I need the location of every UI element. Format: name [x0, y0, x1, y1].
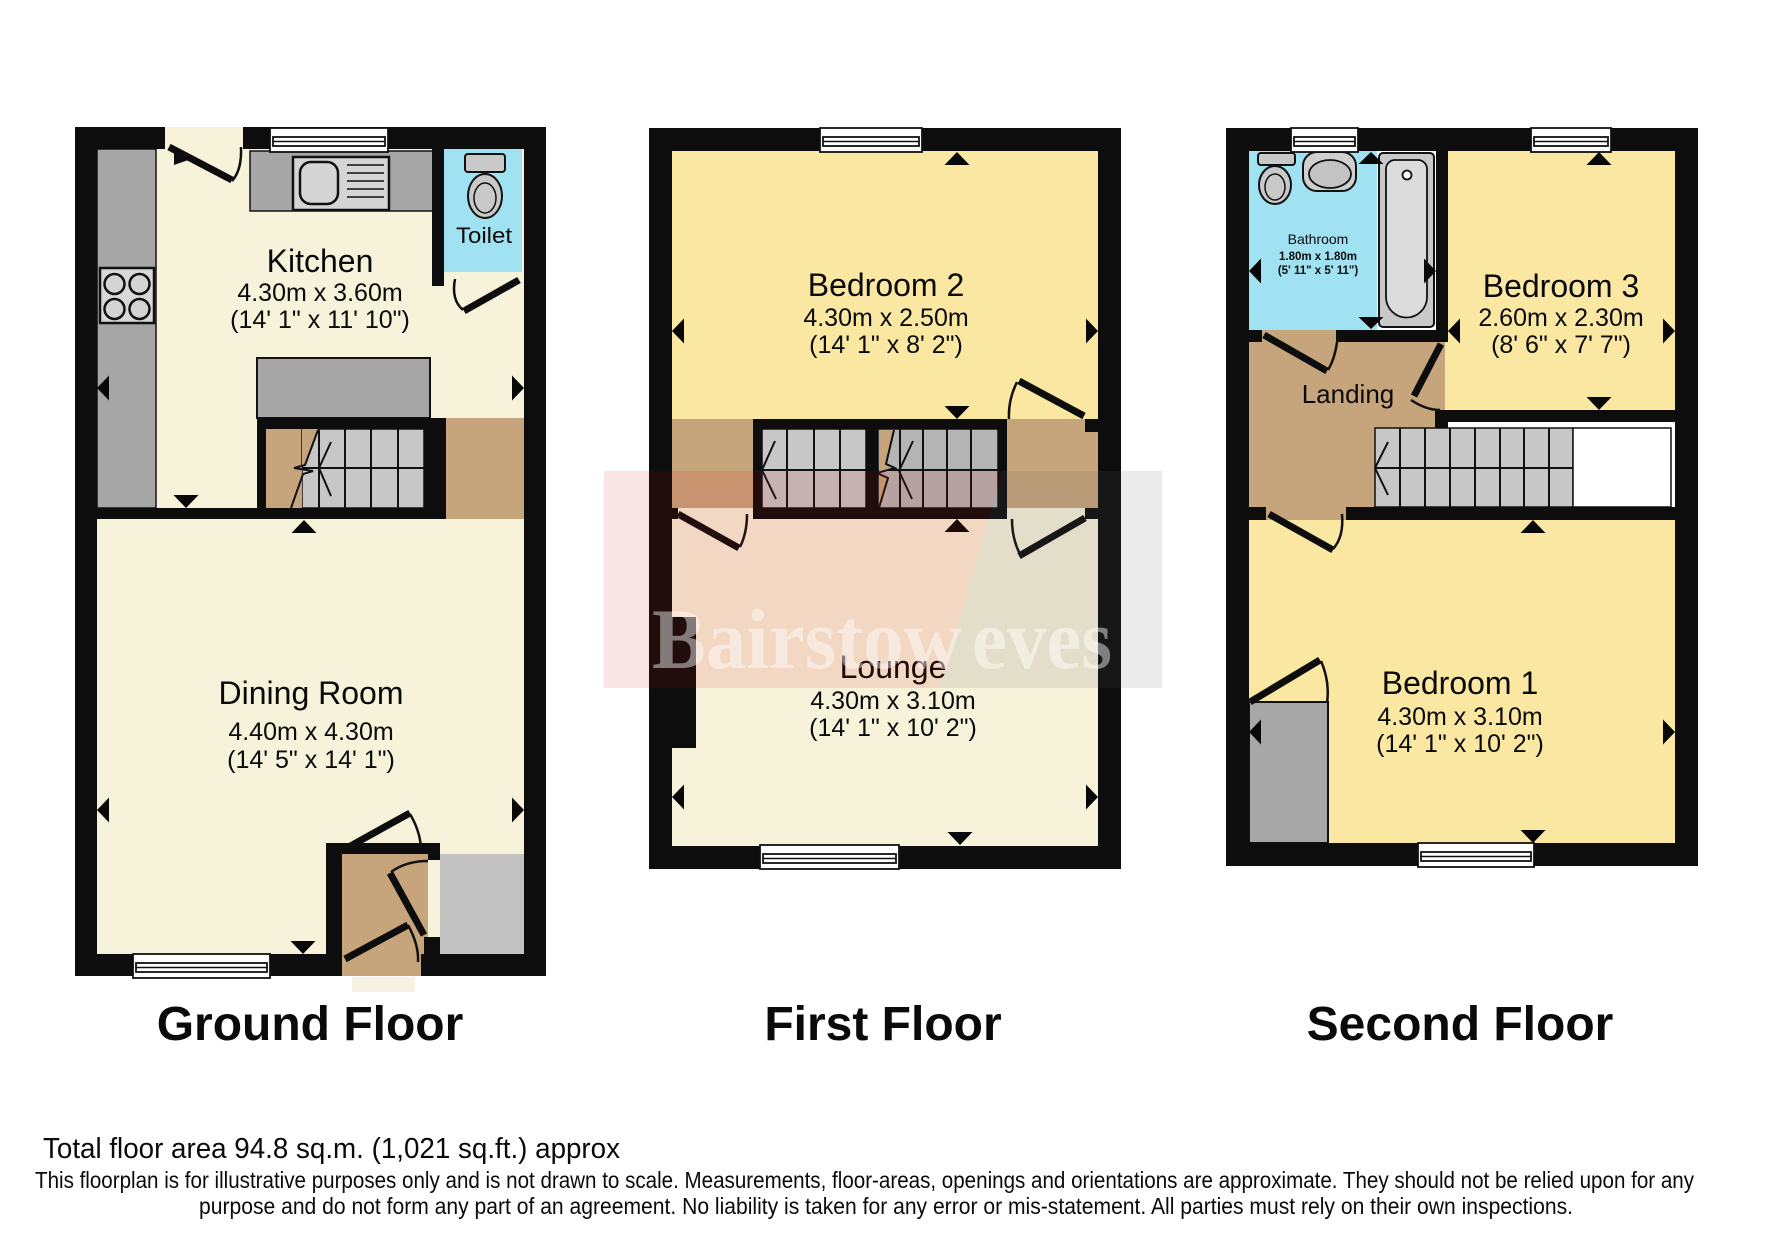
svg-text:Bedroom 2: Bedroom 2	[808, 267, 965, 303]
svg-text:Bedroom 1: Bedroom 1	[1382, 665, 1539, 701]
svg-text:Total floor area 94.8 sq.m. (1: Total floor area 94.8 sq.m. (1,021 sq.ft…	[43, 1133, 620, 1165]
svg-text:4.30m x 3.10m: 4.30m x 3.10m	[1377, 703, 1542, 731]
svg-text:(14' 1" x 10' 2"): (14' 1" x 10' 2")	[1376, 730, 1544, 758]
svg-text:4.30m x 3.10m: 4.30m x 3.10m	[810, 687, 975, 715]
svg-text:First Floor: First Floor	[764, 998, 1001, 1051]
svg-text:4.40m x 4.30m: 4.40m x 4.30m	[228, 718, 393, 746]
svg-text:Toilet: Toilet	[456, 223, 512, 248]
svg-text:Second Floor: Second Floor	[1307, 998, 1614, 1051]
svg-text:Ground Floor: Ground Floor	[157, 998, 464, 1051]
svg-text:(14' 1" x 10' 2"): (14' 1" x 10' 2")	[809, 714, 977, 742]
svg-text:(14' 1" x 8' 2"): (14' 1" x 8' 2")	[809, 331, 963, 359]
svg-text:Kitchen: Kitchen	[267, 243, 374, 279]
svg-text:Lounge: Lounge	[840, 649, 947, 685]
svg-text:purpose and do not form any pa: purpose and do not form any part of an a…	[199, 1193, 1573, 1219]
svg-text:(8' 6" x 7' 7"): (8' 6" x 7' 7")	[1491, 331, 1631, 359]
svg-text:1.80m x 1.80m: 1.80m x 1.80m	[1279, 251, 1357, 263]
svg-text:4.30m x 2.50m: 4.30m x 2.50m	[803, 304, 968, 332]
svg-text:2.60m x 2.30m: 2.60m x 2.30m	[1478, 304, 1643, 332]
svg-text:Dining Room: Dining Room	[219, 675, 404, 711]
svg-text:Bedroom 3: Bedroom 3	[1483, 268, 1640, 304]
svg-text:Bathroom: Bathroom	[1288, 231, 1349, 247]
svg-text:Landing: Landing	[1302, 379, 1395, 409]
svg-text:(14' 5" x 14' 1"): (14' 5" x 14' 1")	[227, 746, 395, 774]
svg-text:Bairstow: Bairstow	[652, 591, 962, 687]
svg-text:eves: eves	[972, 591, 1112, 687]
svg-text:This floorplan is for illustra: This floorplan is for illustrative purpo…	[35, 1167, 1694, 1193]
svg-text:4.30m x 3.60m: 4.30m x 3.60m	[237, 279, 402, 307]
svg-text:(14' 1" x 11' 10"): (14' 1" x 11' 10")	[230, 306, 410, 334]
svg-text:(5' 11" x 5' 11"): (5' 11" x 5' 11")	[1278, 265, 1358, 277]
